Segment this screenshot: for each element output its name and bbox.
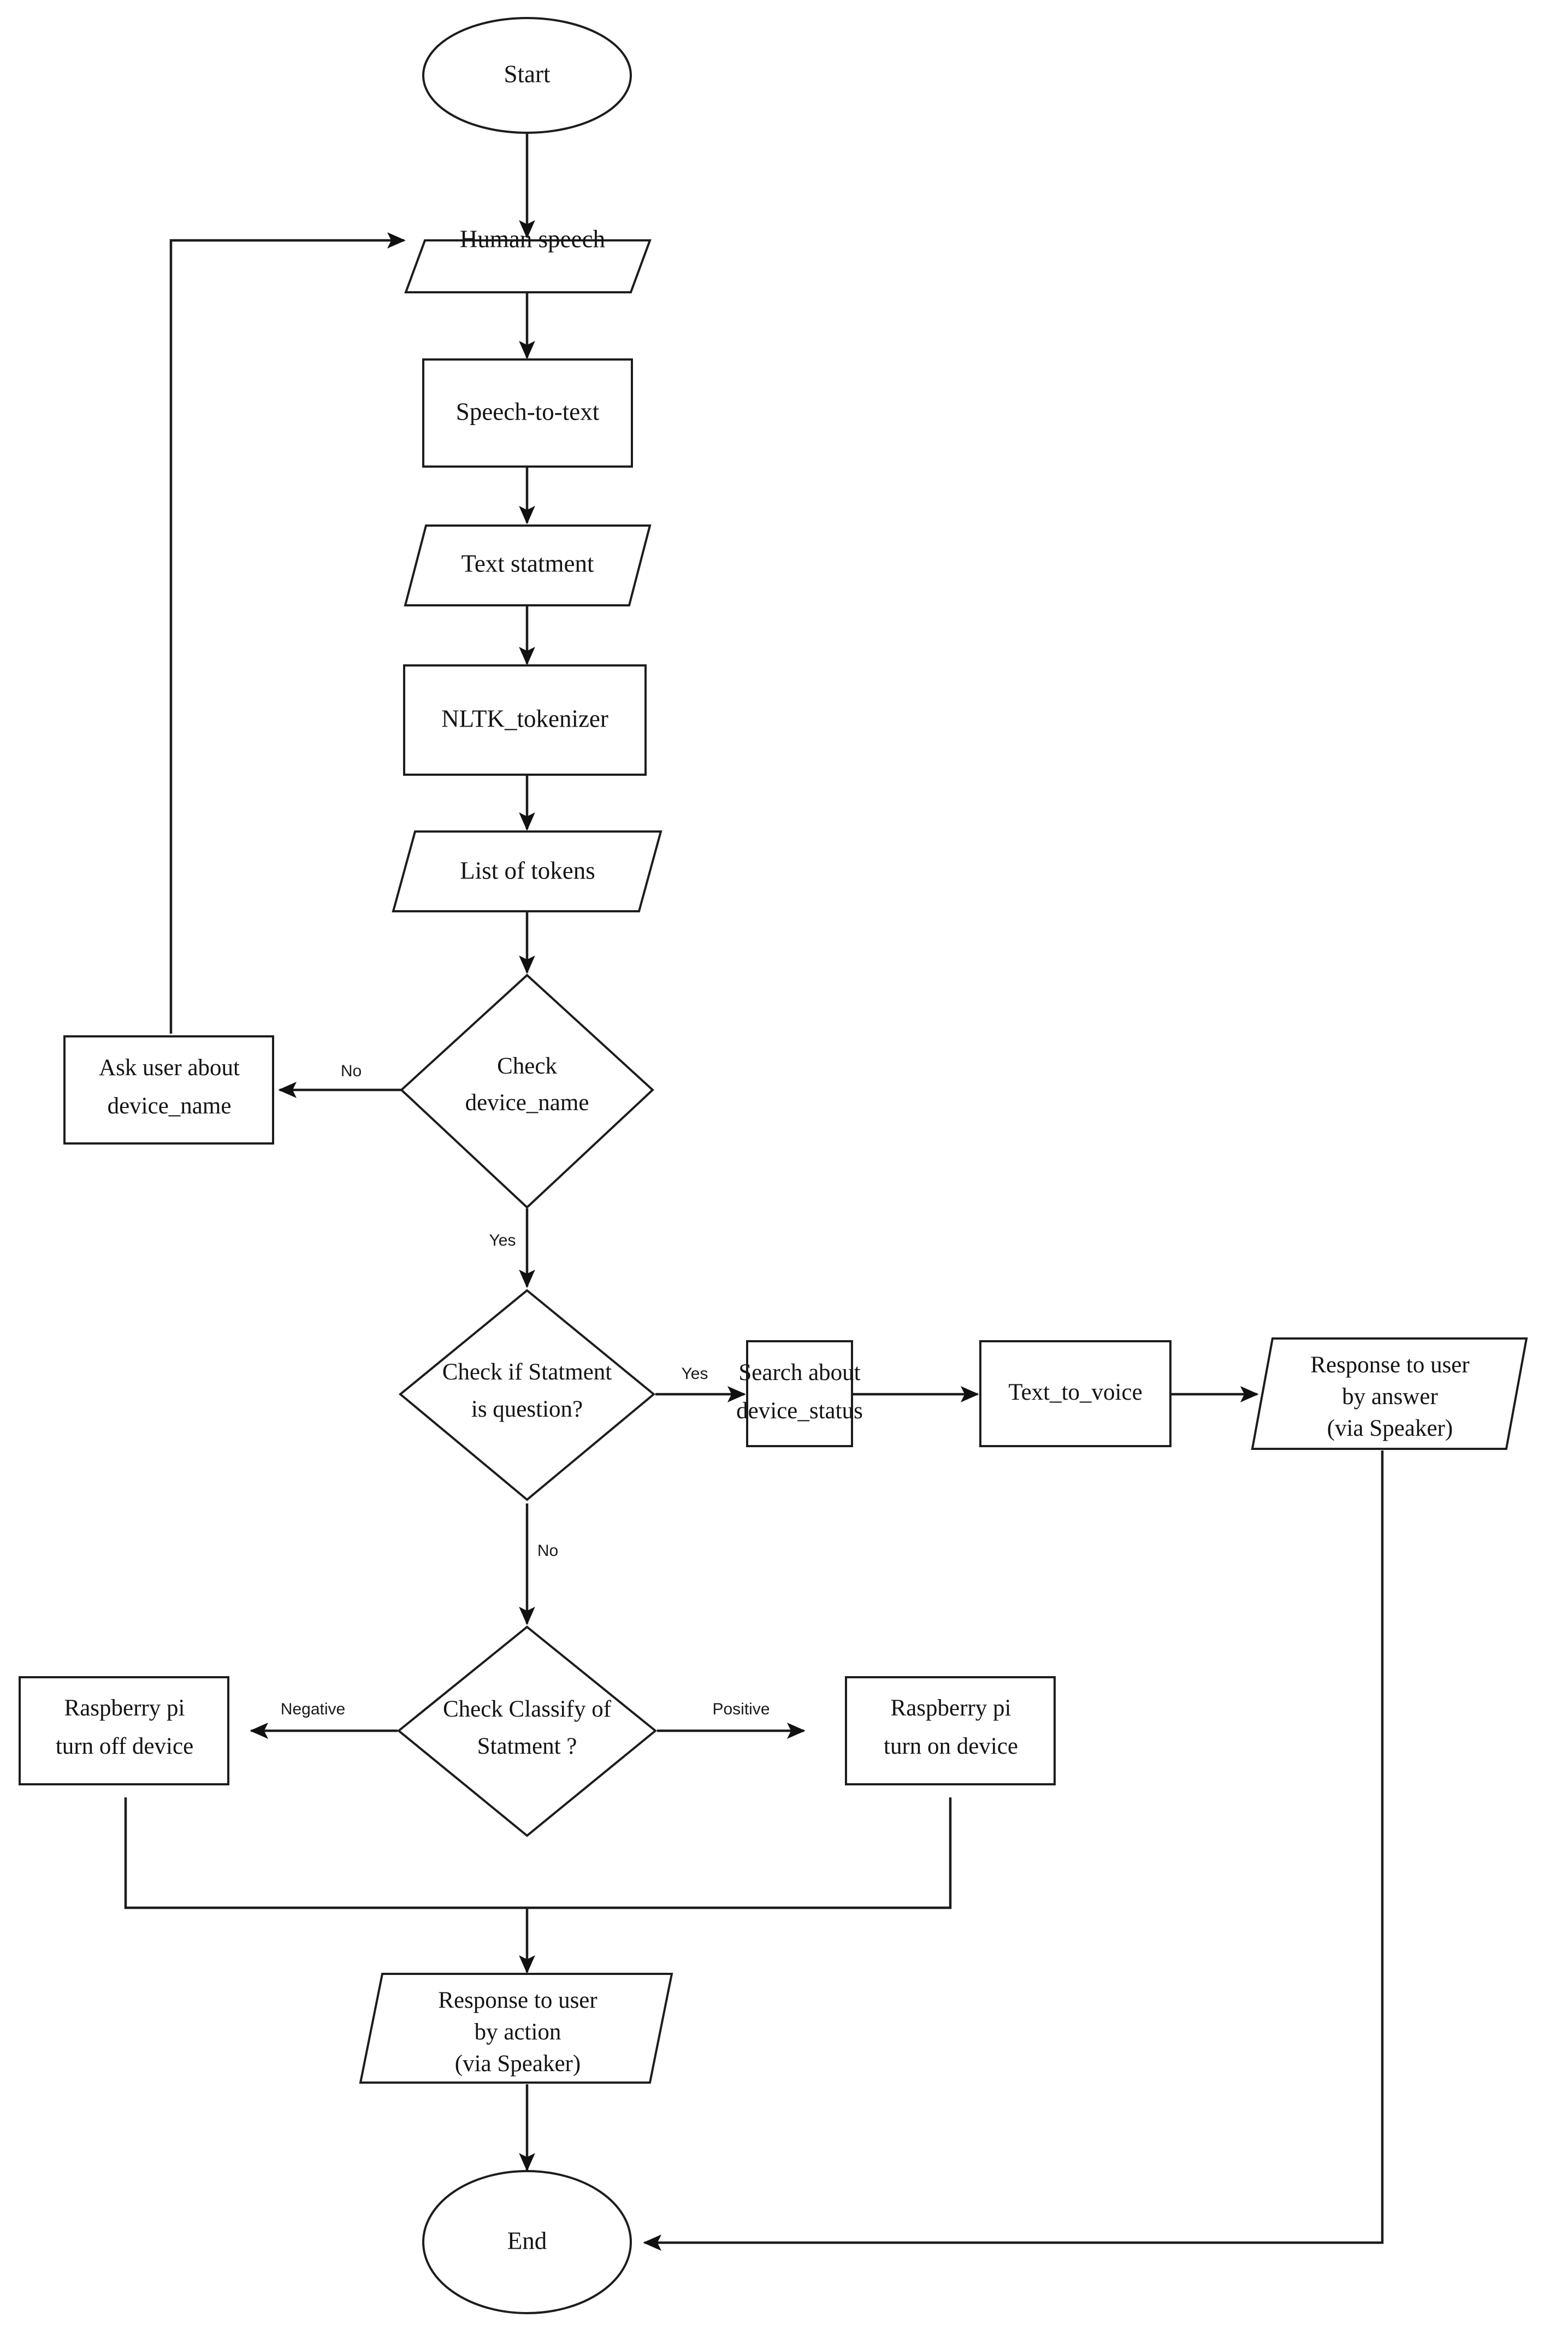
node-turn-off[interactable] (19, 1676, 229, 1785)
node-check-question-line1: Check if Statment (442, 1359, 612, 1385)
node-check-question[interactable] (398, 1289, 656, 1501)
node-speech-to-text[interactable] (422, 358, 633, 468)
node-text-statment-label: Text statment (461, 550, 594, 577)
node-response-action[interactable] (359, 1973, 673, 2084)
node-response-action-line3: (via Speaker) (455, 2051, 581, 2077)
edge-label-classify-positive: Positive (712, 1700, 770, 1718)
node-search-device-status-line2: device_status (736, 1398, 863, 1424)
edge-response-answer-to-end (643, 1450, 1384, 2251)
node-response-answer-line1: Response to user (1310, 1352, 1469, 1378)
node-ask-user-line1: Ask user about (99, 1055, 240, 1081)
edge-label-device-name-no: No (341, 1062, 362, 1080)
node-nltk-tokenizer-label: NLTK_tokenizer (441, 705, 608, 732)
node-turn-on-line1: Raspberry pi (891, 1695, 1011, 1721)
node-response-action-line2: by action (475, 2019, 561, 2045)
node-start[interactable] (422, 17, 632, 134)
node-response-answer-line2: by answer (1342, 1384, 1438, 1410)
node-human-speech-label: Human speech (460, 225, 605, 252)
edge-label-question-no: No (537, 1542, 558, 1560)
node-ask-user-line2: device_name (108, 1093, 232, 1119)
node-check-classify-line2: Statment ? (477, 1733, 577, 1759)
node-turn-on[interactable] (845, 1676, 1056, 1785)
node-turn-off-line1: Raspberry pi (64, 1695, 185, 1721)
edge-ask-user-to-human-speech (169, 232, 406, 1034)
node-text-to-voice-label: Text_to_voice (1008, 1379, 1142, 1405)
node-check-classify[interactable] (397, 1625, 658, 1837)
node-nltk-tokenizer[interactable] (403, 664, 647, 776)
node-turn-on-line2: turn on device (884, 1733, 1018, 1759)
node-end[interactable] (422, 2170, 632, 2314)
node-response-action-line1: Response to user (438, 1988, 597, 2013)
node-human-speech[interactable] (404, 239, 652, 293)
edge-merge-bar (124, 1797, 952, 1909)
node-response-answer[interactable] (1251, 1337, 1528, 1450)
node-ask-user[interactable] (63, 1035, 274, 1145)
node-response-answer-line3: (via Speaker) (1327, 1416, 1453, 1441)
edge-label-device-name-yes: Yes (489, 1231, 516, 1249)
node-end-label: End (507, 2227, 547, 2254)
node-turn-off-line2: turn off device (56, 1733, 193, 1759)
edge-label-question-yes: Yes (682, 1365, 708, 1383)
node-search-device-status-line1: Search about (738, 1360, 860, 1385)
node-text-to-voice[interactable] (979, 1340, 1171, 1447)
node-search-device-status[interactable] (746, 1340, 853, 1447)
edge-label-classify-negative: Negative (281, 1700, 345, 1718)
node-check-device-name-line2: device_name (465, 1090, 589, 1116)
node-speech-to-text-label: Speech-to-text (456, 398, 600, 425)
node-list-of-tokens[interactable] (392, 830, 662, 912)
node-text-statment[interactable] (404, 524, 652, 606)
node-check-device-name-line1: Check (497, 1053, 557, 1079)
node-list-of-tokens-label: List of tokens (460, 857, 595, 884)
node-check-classify-line1: Check Classify of (443, 1696, 612, 1722)
node-start-label: Start (504, 60, 551, 87)
node-check-device-name[interactable] (400, 974, 654, 1209)
node-check-question-line2: is question? (471, 1396, 583, 1422)
